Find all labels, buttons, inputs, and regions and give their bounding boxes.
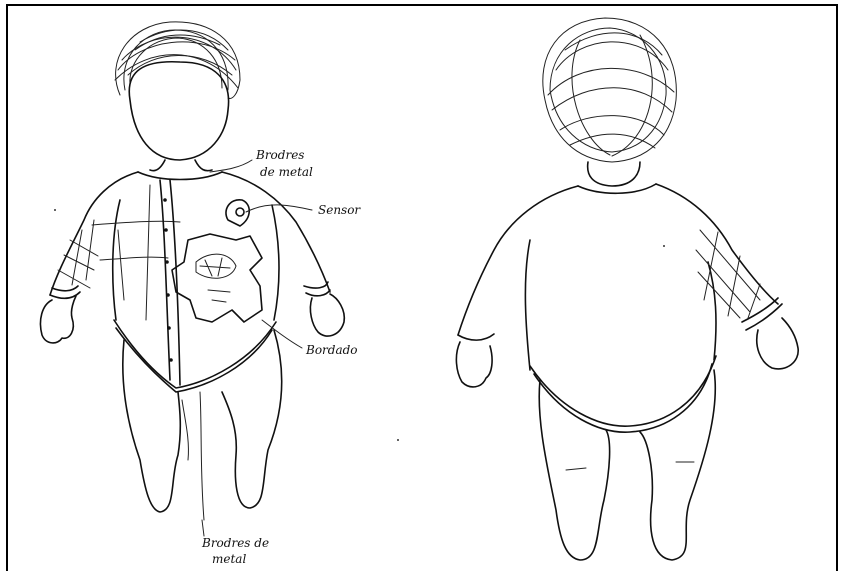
sensor-patch — [226, 200, 249, 226]
front-bodysuit — [50, 172, 330, 320]
annotation-line: de metal — [260, 165, 313, 179]
annotation-line: Brodres de — [201, 536, 269, 550]
front-hair — [115, 22, 240, 99]
annotation-metal-snaps-bottom: Brodres de metal — [201, 520, 269, 566]
annotation-sensor: Sensor — [246, 203, 361, 217]
back-hair — [543, 18, 677, 162]
back-bodysuit — [458, 184, 778, 370]
front-view-figure — [40, 22, 344, 520]
back-view-figure — [456, 18, 798, 560]
annotation-line: metal — [212, 552, 246, 566]
annotation-line: Bordado — [305, 343, 358, 357]
front-face — [129, 62, 228, 160]
embroidered-bear — [172, 234, 262, 322]
annotation-line: Sensor — [318, 203, 361, 217]
back-legs — [539, 370, 715, 560]
annotation-metal-snaps-top: Brodres de metal — [210, 148, 313, 179]
annotation-line: Brodres — [255, 148, 304, 162]
